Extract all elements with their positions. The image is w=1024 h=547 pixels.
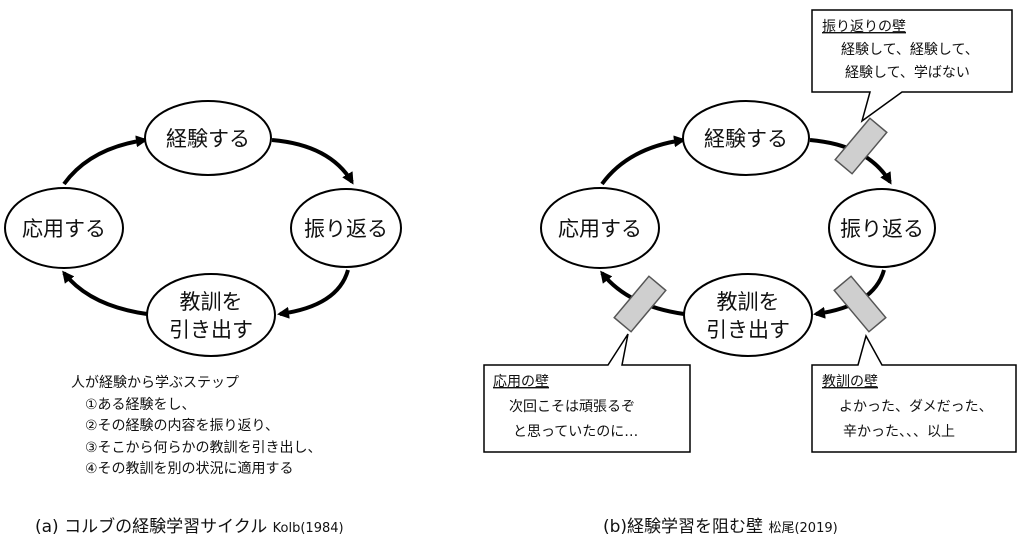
reflection-wall-line2: 経験して、学ばない: [845, 65, 970, 81]
node-lesson-label-line1: 教訓を: [717, 290, 780, 314]
reflection-wall-title: 振り返りの壁: [822, 19, 906, 35]
application-wall-title: 応用の壁: [493, 374, 549, 390]
node-apply-label: 応用する: [558, 217, 642, 241]
lesson-wall-block: [833, 275, 887, 333]
application-wall-line2: と思っていたのに…: [513, 424, 638, 440]
caption-barriers-text: (b)経験学習を阻む壁: [603, 517, 764, 537]
step-item: ③そこから何らかの教訓を引き出し、: [85, 439, 322, 456]
node-lesson-label-line1: 教訓を: [180, 290, 243, 314]
caption-kolb-citation: Kolb(1984): [272, 521, 344, 536]
application-wall-callout: 応用の壁 次回こそは頑張るぞ と思っていたのに…: [483, 333, 691, 453]
lesson-wall-callout: 教訓の壁 よかった、ダメだった、 辛かった、、、以上: [811, 334, 1017, 453]
node-experience: 経験する: [682, 100, 810, 176]
learning-steps-list: 人が経験から学ぶステップ ①ある経験をし、 ②その経験の内容を振り返り、 ③そこ…: [71, 373, 322, 481]
node-apply: 応用する: [540, 187, 660, 269]
arrow-reflect-to-lesson: [277, 269, 350, 319]
caption-kolb: (a) コルブの経験学習サイクル Kolb(1984): [35, 512, 344, 537]
arrow-lesson-to-apply: [62, 270, 148, 316]
node-reflect-label: 振り返る: [840, 217, 924, 241]
arrow-experience-to-reflect: [271, 138, 354, 185]
reflection-wall-callout: 振り返りの壁 経験して、経験して、 経験して、学ばない: [811, 9, 1013, 123]
node-lesson-label-line2: 引き出す: [169, 318, 253, 342]
step-item: ②その経験の内容を振り返り、: [85, 418, 279, 434]
application-wall-line1: 次回こそは頑張るぞ: [509, 399, 635, 415]
node-lesson: 教訓を 引き出す: [683, 273, 813, 357]
arrow-apply-to-experience: [600, 135, 686, 186]
node-lesson-label-line2: 引き出す: [706, 318, 790, 342]
reflection-wall-block: [834, 117, 888, 175]
lesson-wall-line2: 辛かった、、、以上: [843, 424, 955, 440]
node-lesson: 教訓を 引き出す: [146, 273, 276, 357]
step-item: ④その教訓を別の状況に適用する: [85, 461, 294, 477]
node-reflect-label: 振り返る: [304, 217, 388, 241]
reflection-wall-line1: 経験して、経験して、: [841, 42, 979, 58]
kolb-cycle: 経験する 振り返る 教訓を 引き出す 応用する: [4, 100, 402, 357]
learning-barriers-cycle: 経験する 振り返る 教訓を 引き出す 応用する 振り返りの壁 経験して、経験して…: [483, 9, 1017, 453]
node-apply: 応用する: [4, 187, 124, 269]
lesson-wall-title: 教訓の壁: [822, 374, 878, 390]
application-wall-block: [613, 275, 667, 333]
node-reflect: 振り返る: [828, 188, 936, 268]
node-experience: 経験する: [144, 100, 272, 176]
step-item: ①ある経験をし、: [85, 396, 196, 413]
steps-heading: 人が経験から学ぶステップ: [71, 375, 239, 391]
node-experience-label: 経験する: [166, 127, 250, 151]
lesson-wall-line1: よかった、ダメだった、: [839, 399, 993, 415]
arrow-apply-to-experience: [62, 135, 148, 186]
caption-barriers: (b)経験学習を阻む壁 松尾(2019): [603, 512, 838, 537]
caption-kolb-text: (a) コルブの経験学習サイクル: [35, 517, 268, 537]
node-reflect: 振り返る: [290, 188, 402, 268]
caption-barriers-citation: 松尾(2019): [768, 521, 838, 536]
node-experience-label: 経験する: [704, 127, 788, 151]
node-apply-label: 応用する: [22, 217, 106, 241]
